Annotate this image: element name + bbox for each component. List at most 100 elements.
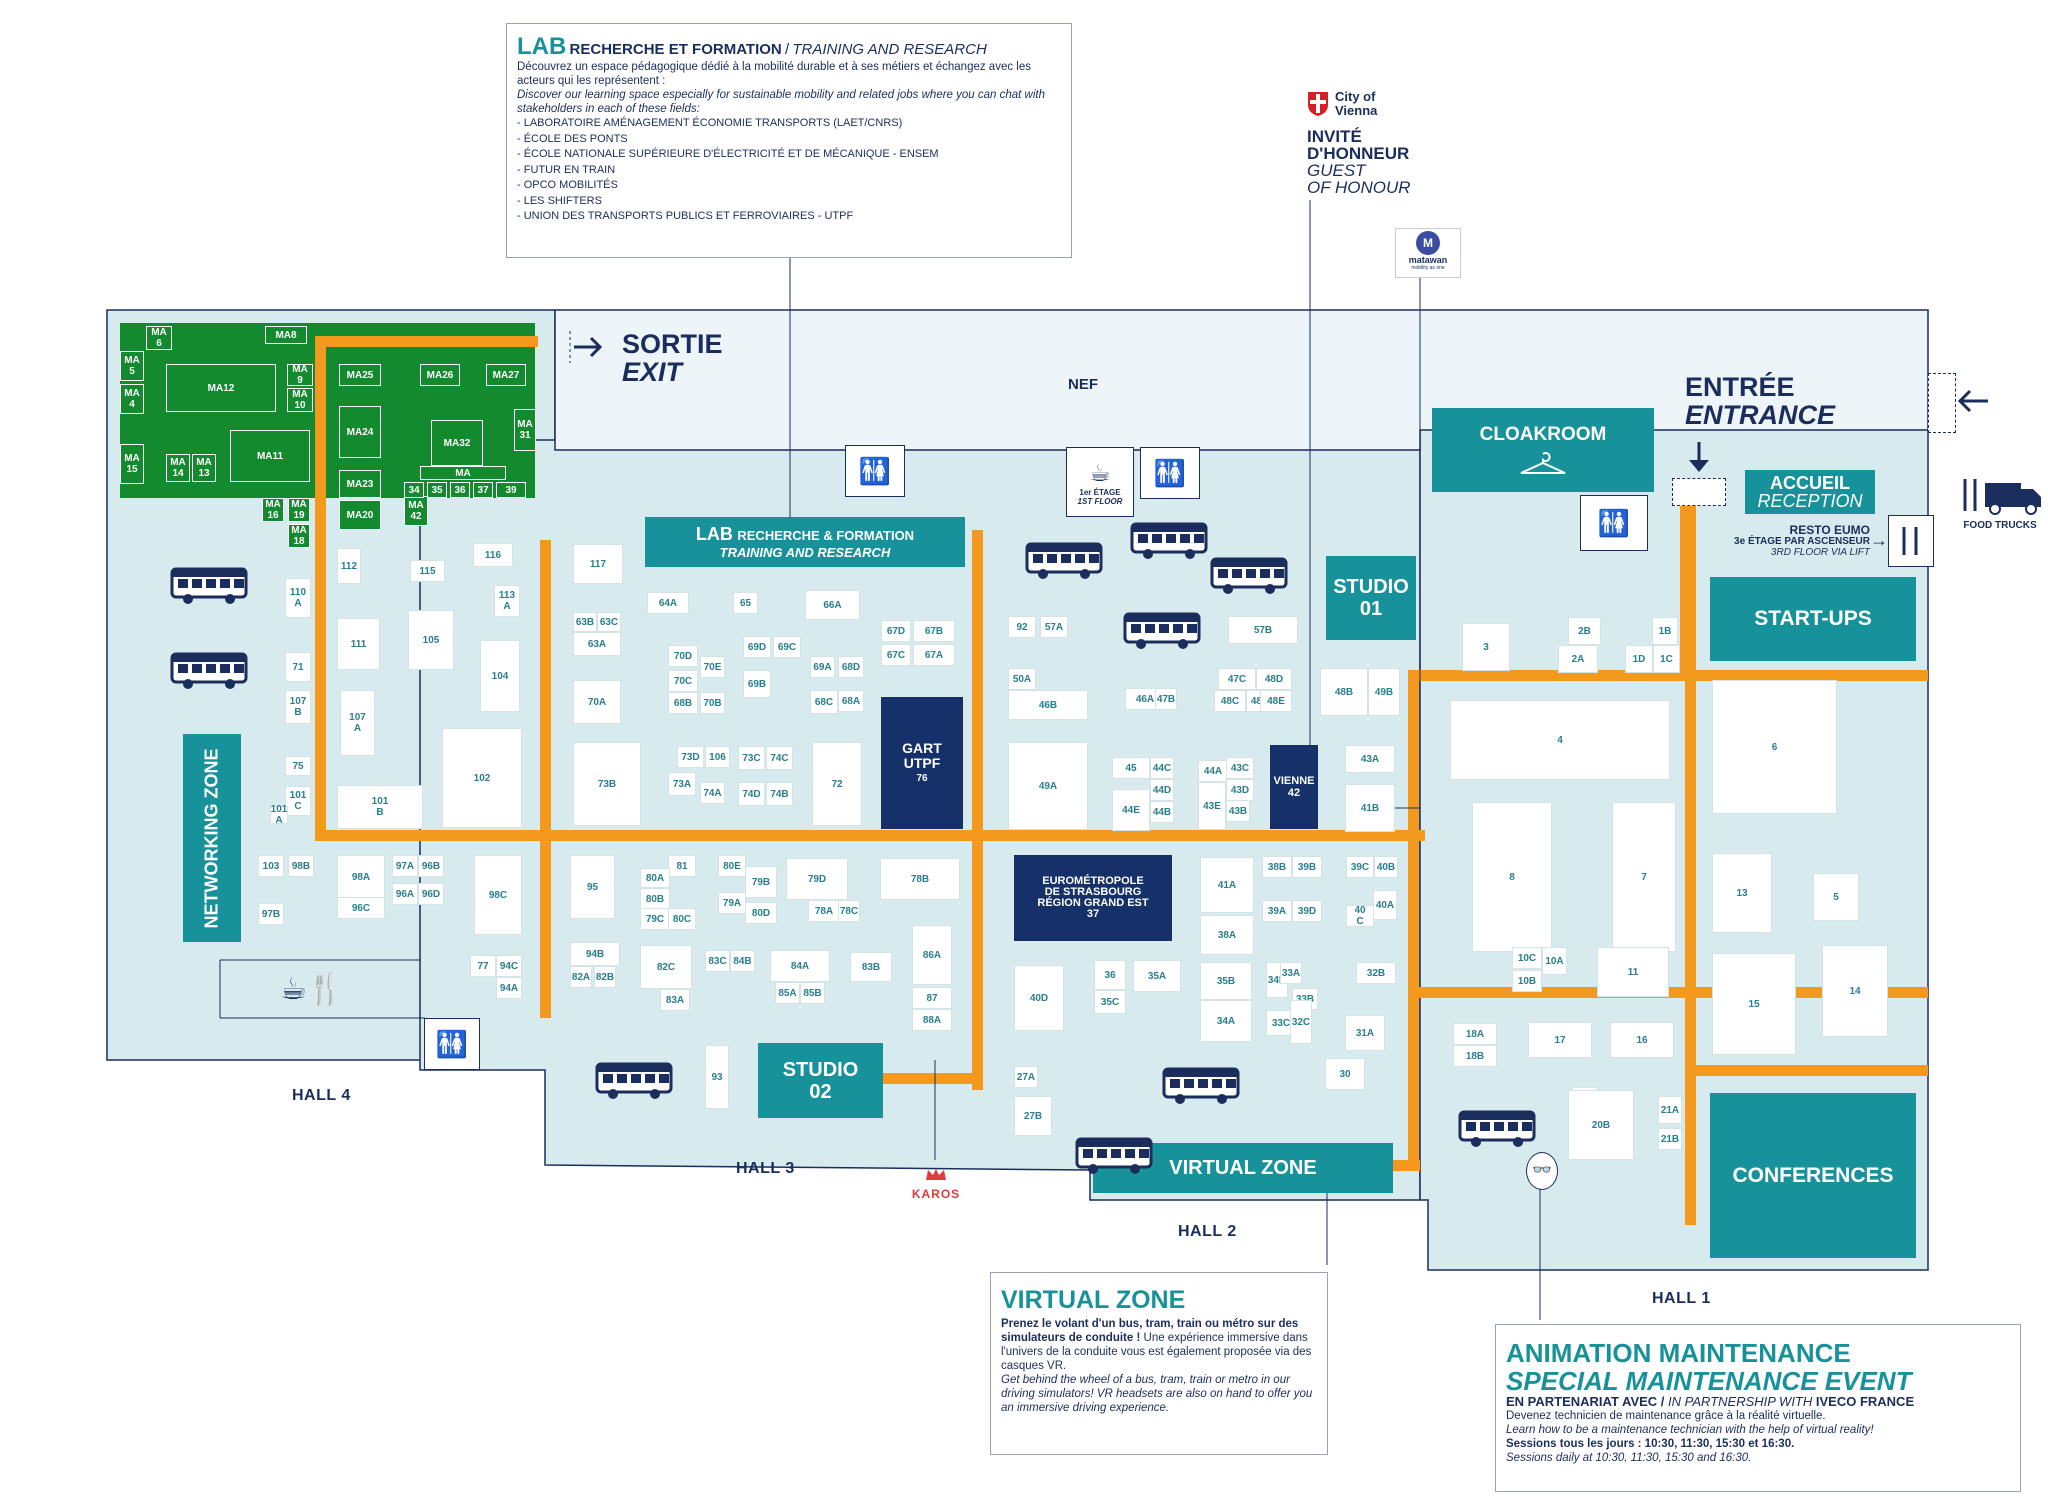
- lab-box-item: - OPCO MOBILITÉS: [517, 179, 618, 191]
- booth: 27B: [1014, 1096, 1052, 1136]
- booth: 107 A: [340, 690, 375, 756]
- nef-label: NEF: [1068, 376, 1098, 393]
- green-booth: MA24: [339, 406, 381, 458]
- booth: 79D: [786, 858, 848, 900]
- green-booth: MA 19: [288, 498, 310, 522]
- bus-icon: [1025, 542, 1103, 579]
- booth: 44B: [1150, 801, 1174, 823]
- booth: 41B: [1345, 784, 1395, 832]
- lab-box-item: - FUTUR EN TRAIN: [517, 163, 616, 176]
- lab-box-title-fr: RECHERCHE ET FORMATION: [569, 41, 782, 58]
- booth: 83C: [705, 950, 730, 972]
- matawan-tag: mobility as one: [1411, 265, 1445, 271]
- booth: 47C: [1218, 668, 1256, 690]
- booth: 80B: [640, 888, 670, 910]
- booth: 68A: [838, 690, 864, 712]
- booth: 111: [337, 618, 380, 670]
- maint-title-fr: ANIMATION MAINTENANCE: [1506, 1338, 1851, 1368]
- booth: 40A: [1373, 890, 1397, 920]
- green-booth: MA 4: [120, 384, 144, 414]
- booth: 46B: [1008, 690, 1088, 720]
- booth: 112: [337, 548, 361, 584]
- booth: 96A: [392, 883, 418, 905]
- bus-icon: [1162, 1067, 1240, 1104]
- studio-02: STUDIO 02: [758, 1043, 883, 1118]
- side-entrance-arrow-icon: [1954, 386, 1990, 416]
- green-booth: 37: [473, 482, 493, 498]
- booth: 1B: [1652, 617, 1678, 645]
- green-booth: MA 16: [262, 498, 284, 522]
- booth: 106: [705, 746, 730, 768]
- booth: 48E: [1260, 690, 1292, 712]
- green-booth: MA20: [339, 500, 381, 530]
- bus-icon: [595, 1062, 673, 1099]
- reception-en: RECEPTION: [1757, 491, 1863, 511]
- entrance-fr: ENTRÉE: [1685, 372, 1795, 402]
- maint-partner-fr: EN PARTENARIAT AVEC /: [1506, 1394, 1665, 1409]
- resto-line3: 3RD FLOOR VIA LIFT: [1770, 547, 1870, 558]
- hall-3-label: HALL 3: [736, 1160, 795, 1177]
- booth: 4: [1450, 700, 1670, 780]
- cloakroom: CLOAKROOM: [1432, 408, 1654, 492]
- booth: 10A: [1542, 947, 1567, 975]
- booth: 57B: [1228, 616, 1298, 644]
- booth: 97A: [392, 855, 418, 877]
- booth: 94B: [570, 942, 620, 966]
- euro-line1: EUROMÉTROPOLE: [1042, 875, 1144, 887]
- booth: 69D: [743, 636, 771, 658]
- vienna-shield-icon: [1308, 92, 1328, 116]
- booth: 39A: [1262, 900, 1292, 922]
- booth: 70E: [700, 656, 725, 678]
- booth: 21A: [1658, 1096, 1682, 1124]
- leader-lines: [219, 200, 1541, 1320]
- booth: 79B: [745, 866, 777, 898]
- lab-box-title-en: TRAINING AND RESEARCH: [792, 41, 987, 58]
- guest-en-line2: OF HONOUR: [1307, 178, 1411, 197]
- guest-en-line1: GUEST: [1307, 161, 1366, 180]
- matawan-logo: M matawan mobility as one: [1395, 228, 1461, 278]
- food-trucks: FOOD TRUCKS: [1955, 475, 2045, 531]
- booth: 81: [668, 855, 696, 877]
- booth: 115: [410, 560, 445, 582]
- green-booth: MA32: [431, 420, 483, 466]
- conferences-zone: CONFERENCES: [1710, 1093, 1916, 1258]
- lab-banner: LAB RECHERCHE & FORMATION TRAINING AND R…: [645, 517, 965, 567]
- booth: 64A: [647, 592, 689, 614]
- booth: 44D: [1150, 779, 1174, 801]
- booth: 96D: [418, 883, 444, 905]
- lab-box-title-sep: /: [784, 41, 790, 58]
- reception: ACCUEIL RECEPTION: [1745, 470, 1875, 514]
- booth: 43A: [1345, 745, 1395, 773]
- maint-desc-en: Learn how to be a maintenance technician…: [1506, 1424, 1874, 1436]
- guest-city-line2: Vienna: [1335, 103, 1378, 118]
- resto-icon: [1888, 515, 1934, 567]
- euro-line3: RÉGION GRAND EST: [1037, 897, 1149, 909]
- studio02-label: STUDIO 02: [782, 1058, 859, 1103]
- lab-banner-title-fr: RECHERCHE & FORMATION: [737, 528, 915, 543]
- booth: 78A: [808, 900, 840, 922]
- maint-partner-en: IN PARTNERSHIP WITH: [1668, 1394, 1813, 1409]
- booth: 38B: [1262, 856, 1292, 878]
- karos-logo: KAROS: [905, 1168, 967, 1201]
- booth: 73C: [738, 746, 765, 770]
- bus-icon: [1458, 1110, 1536, 1147]
- booth: 101 B: [337, 785, 423, 829]
- green-booth: MA 5: [120, 351, 144, 381]
- booth: 75: [285, 756, 311, 776]
- guest-fr-line2: D'HONNEUR: [1307, 144, 1410, 163]
- studio-01: STUDIO 01: [1326, 556, 1416, 640]
- floor1-en: 1ST FLOOR: [1077, 496, 1123, 506]
- booth: 98A: [337, 855, 385, 899]
- booth: 43B: [1226, 800, 1250, 822]
- exit-en: EXIT: [622, 357, 683, 387]
- food-truck-icon: [1963, 479, 2041, 515]
- green-booth: MA 18: [288, 524, 310, 548]
- green-booth: MA12: [166, 364, 276, 412]
- booth: 44C: [1150, 757, 1174, 779]
- maint-sessions-fr: Sessions tous les jours : 10:30, 11:30, …: [1506, 1438, 1795, 1450]
- hanger-icon: [1520, 452, 1566, 474]
- green-booth: 34: [404, 482, 424, 498]
- booth: 35B: [1200, 962, 1252, 1000]
- booth: 74A: [700, 782, 725, 804]
- booth: 84A: [770, 950, 830, 982]
